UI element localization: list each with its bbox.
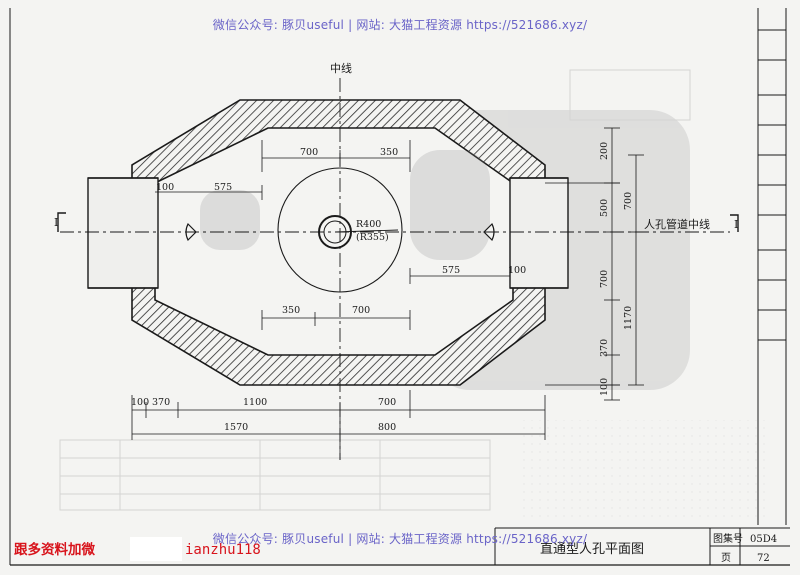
- ad-text-left: 跟多资料加微: [14, 542, 95, 558]
- dim-bottom-row1-1100: 1100: [243, 397, 267, 408]
- dim-right-100: 100: [508, 265, 526, 276]
- dim-right-100: 100: [599, 378, 610, 396]
- watermark-bottom: 微信公众号: 豚贝useful | 网站: 大猫工程资源 https://521…: [212, 532, 588, 546]
- dimension-texts: 700 350 100 575 575 100 350 700 200 500 …: [131, 142, 634, 433]
- axis-label: 人孔管道中线: [644, 217, 710, 231]
- radius-label-inner: (R355): [356, 232, 389, 243]
- dim-bottom-row1-370: 370: [152, 397, 170, 408]
- sheet-frame: [9, 8, 790, 566]
- section-mark-right: I: [734, 218, 738, 231]
- atlas-value: 05D4: [750, 534, 777, 545]
- dim-top-350: 350: [380, 147, 398, 158]
- ad-text-right: ianzhu118: [185, 542, 261, 558]
- dim-right-700a: 700: [623, 192, 634, 210]
- radius-label: R400: [356, 219, 381, 230]
- dimension-lines: [131, 127, 644, 460]
- dim-top-700: 700: [300, 147, 318, 158]
- drawing-title: 直通型人孔平面图: [540, 542, 644, 557]
- atlas-label: 图集号: [713, 532, 743, 545]
- ad-blank-box: [130, 537, 182, 561]
- interior-shading: [200, 150, 490, 260]
- dim-right-1170: 1170: [623, 306, 634, 330]
- section-markers: [57, 212, 739, 232]
- dim-left-575: 575: [214, 182, 232, 193]
- dim-right-500: 500: [599, 199, 610, 217]
- dim-right-370: 370: [599, 339, 610, 357]
- section-mark-left: I: [54, 216, 58, 229]
- right-margin-strip: [757, 8, 787, 525]
- dim-bottom-row2-1570: 1570: [224, 422, 248, 433]
- dim-bottom-row1-100: 100: [131, 397, 149, 408]
- dim-left-100: 100: [156, 182, 174, 193]
- dim-bottom-row2-800: 800: [378, 422, 396, 433]
- page-label: 页: [721, 552, 731, 564]
- watermark-top: 微信公众号: 豚贝useful | 网站: 大猫工程资源 https://521…: [212, 18, 588, 32]
- title-block-text: 直通型人孔平面图 图集号 05D4 页 72: [540, 532, 777, 564]
- dim-right-200: 200: [599, 142, 610, 160]
- dim-bottom-350: 350: [282, 305, 300, 316]
- page-value: 72: [757, 553, 770, 564]
- dim-bottom-row1-700: 700: [378, 397, 396, 408]
- title-block: [494, 527, 790, 565]
- duct-openings: [87, 177, 569, 289]
- dim-right-700b: 700: [599, 270, 610, 288]
- centerline-label: 中线: [330, 61, 352, 75]
- dim-right-575: 575: [442, 265, 460, 276]
- dim-bottom-700: 700: [352, 305, 370, 316]
- drawing-labels: 中线 人孔管道中线 I I R400 (R355): [54, 61, 738, 243]
